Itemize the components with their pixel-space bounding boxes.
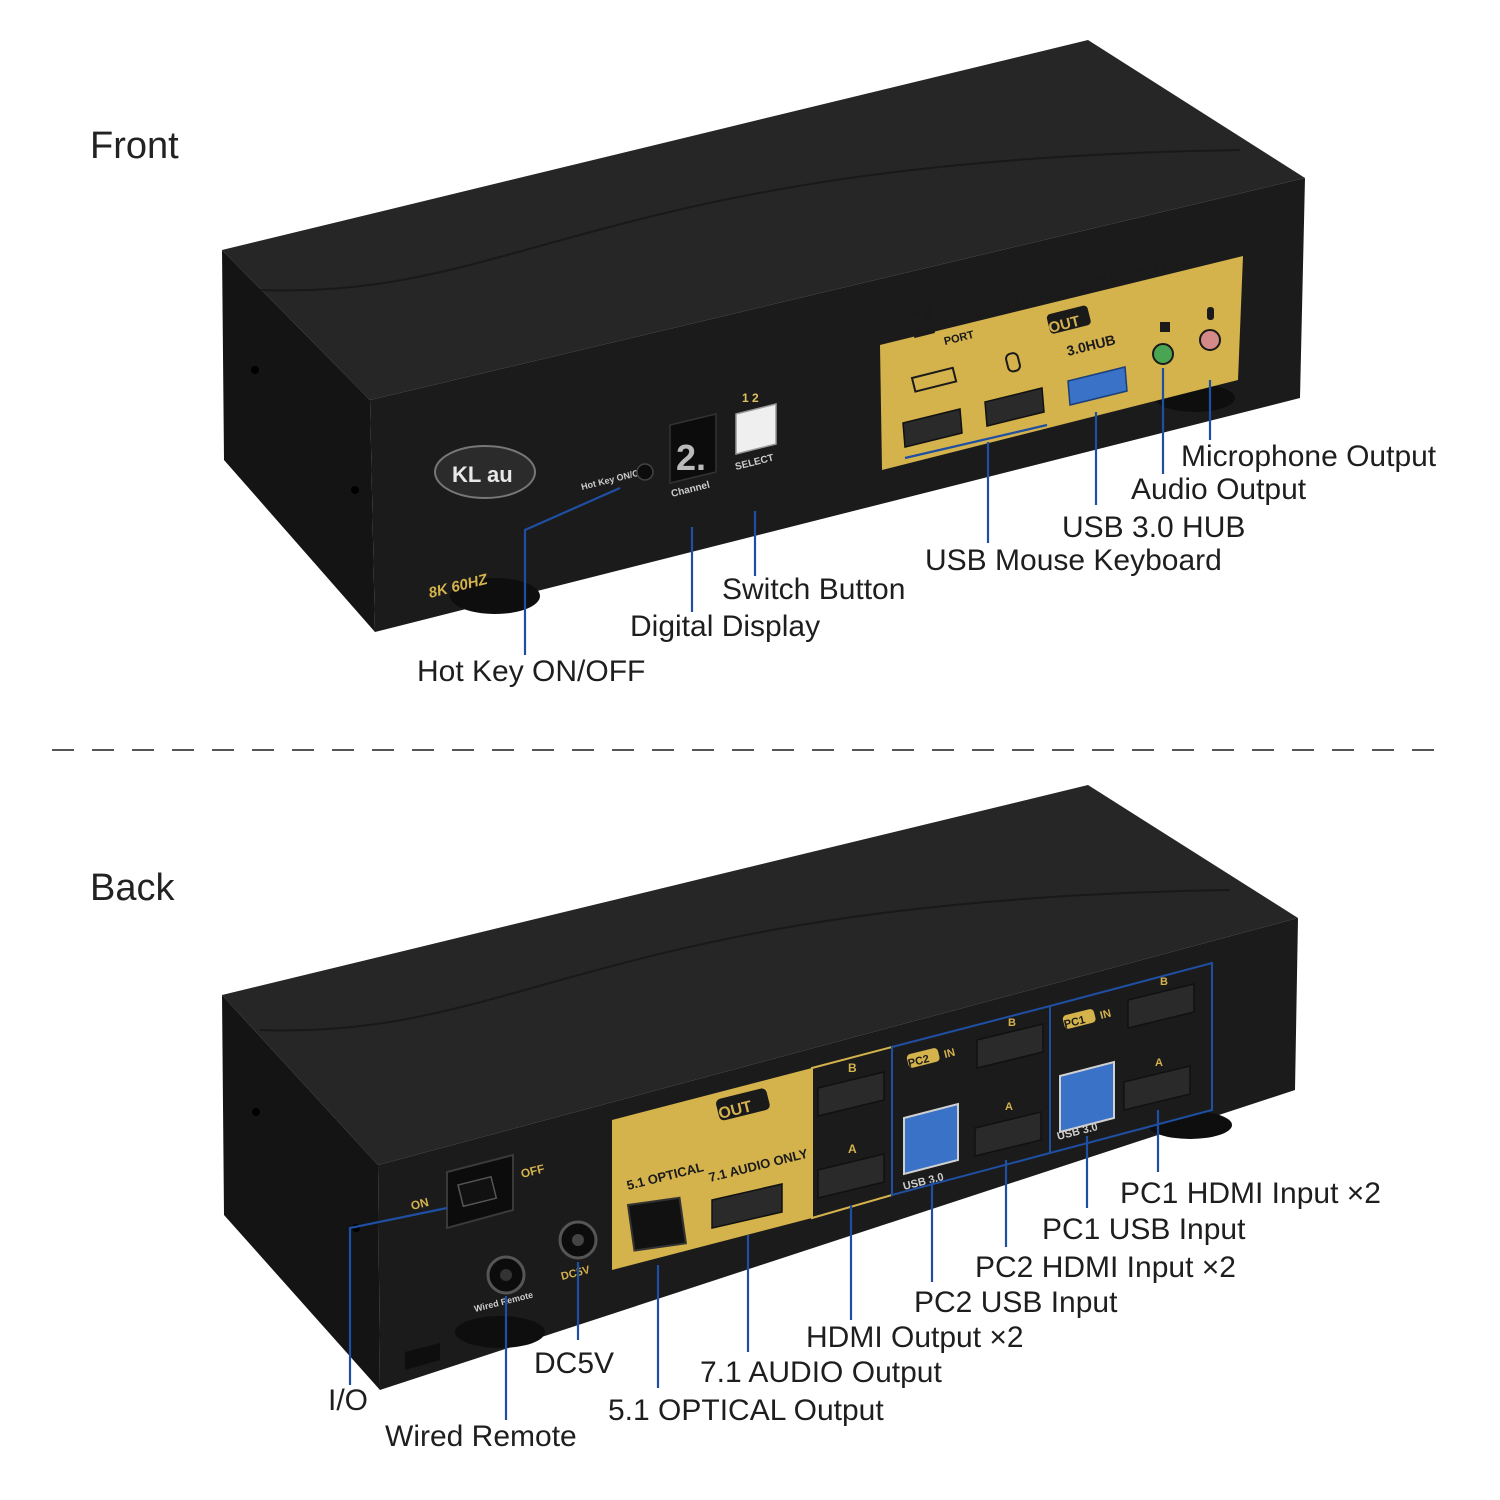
brand-text: KL au (452, 462, 513, 487)
leader-usb-bracket (904, 423, 1048, 460)
usb-3-hub-port[interactable] (1067, 366, 1128, 406)
callout-audio: Audio Output (1131, 473, 1307, 506)
usb-mouse-port[interactable] (984, 387, 1045, 427)
back-top-surface (222, 785, 1298, 1165)
digital-display (669, 413, 717, 484)
callout-optical51: 5.1 OPTICAL Output (608, 1394, 884, 1427)
pc1-in-label: IN (1099, 1008, 1113, 1022)
callout-usb-mk: USB Mouse Keyboard (925, 544, 1222, 577)
switch-on-label: ON (409, 1195, 430, 1213)
microphone-icon (1207, 307, 1214, 320)
leader-io (348, 1206, 448, 1385)
usb-keyboard-port[interactable] (902, 408, 963, 448)
pc1-port-b-label: B (1160, 976, 1168, 988)
pc1-usb-port[interactable] (1059, 1060, 1115, 1134)
back-device: ON OFF Wired Remote DC5V OUT 5.1 OPTICAL… (222, 785, 1298, 1390)
front-leaders (523, 368, 1212, 655)
front-heading: Front (90, 125, 179, 167)
out-port-b-label: B (848, 1061, 857, 1075)
callout-io: I/O (328, 1384, 368, 1417)
pc2-usb-port[interactable] (903, 1102, 959, 1176)
callout-pc2-hdmi: PC2 HDMI Input ×2 (975, 1251, 1236, 1284)
select-button[interactable] (735, 403, 777, 455)
callout-wired-remote: Wired Remote (385, 1420, 577, 1453)
callout-usb-hub: USB 3.0 HUB (1062, 511, 1245, 544)
front-side-face (222, 250, 375, 632)
callout-pc1-hdmi: PC1 HDMI Input ×2 (1120, 1177, 1381, 1210)
hdmi-output-b[interactable] (817, 1071, 885, 1117)
brand-logo (434, 445, 536, 499)
pc2-hdmi-b[interactable] (976, 1023, 1044, 1069)
out-port-a-label: A (848, 1142, 857, 1156)
speaker-icon (1160, 322, 1170, 332)
callout-hotkey: Hot Key ON/OFF (417, 655, 645, 688)
front-face (370, 178, 1305, 632)
hdmi-output-a[interactable] (817, 1153, 885, 1199)
callout-dc5v: DC5V (534, 1347, 614, 1380)
audio-jack[interactable] (1152, 343, 1174, 365)
callout-display: Digital Display (630, 610, 820, 643)
back-leaders (348, 1110, 1160, 1420)
callout-pc2-usb: PC2 USB Input (914, 1286, 1118, 1319)
back-heading: Back (90, 867, 175, 909)
display-digit: 2. (676, 437, 706, 478)
pc1-hdmi-b[interactable] (1127, 983, 1195, 1029)
keyboard-icon (910, 366, 958, 393)
callout-pc1-usb: PC1 USB Input (1042, 1213, 1246, 1246)
pc2-in-label: IN (943, 1047, 957, 1061)
switch-off-label: OFF (519, 1162, 546, 1181)
pc2-port-a-label: A (1005, 1101, 1013, 1113)
optical-port[interactable] (626, 1196, 688, 1252)
pc1-port-a-label: A (1155, 1057, 1163, 1069)
front-gold-panel (880, 256, 1243, 470)
pc2-hdmi-a[interactable] (974, 1111, 1042, 1157)
front-top-surface (222, 40, 1305, 400)
callout-audio71: 7.1 AUDIO Output (700, 1356, 942, 1389)
leader-hotkey (523, 486, 621, 655)
pc2-label: PC2 (907, 1053, 931, 1070)
callout-hdmi-out: HDMI Output ×2 (806, 1321, 1024, 1354)
callout-switch: Switch Button (722, 573, 905, 606)
hotkey-button[interactable] (636, 463, 654, 481)
microphone-jack[interactable] (1199, 329, 1221, 351)
pc1-label: PC1 (1063, 1014, 1087, 1031)
select-ports: 1 2 (742, 391, 759, 405)
callout-microphone: Microphone Output (1181, 440, 1437, 473)
hdmi-audio-port[interactable] (711, 1183, 783, 1229)
pc2-port-b-label: B (1008, 1017, 1016, 1029)
front-device: 2 PORT Dual Monitor KVM SWITCH OUT 3.0HU… (222, 40, 1305, 632)
pc1-hdmi-a[interactable] (1123, 1065, 1191, 1111)
mouse-icon (1005, 352, 1021, 373)
back-side-face (222, 995, 380, 1390)
